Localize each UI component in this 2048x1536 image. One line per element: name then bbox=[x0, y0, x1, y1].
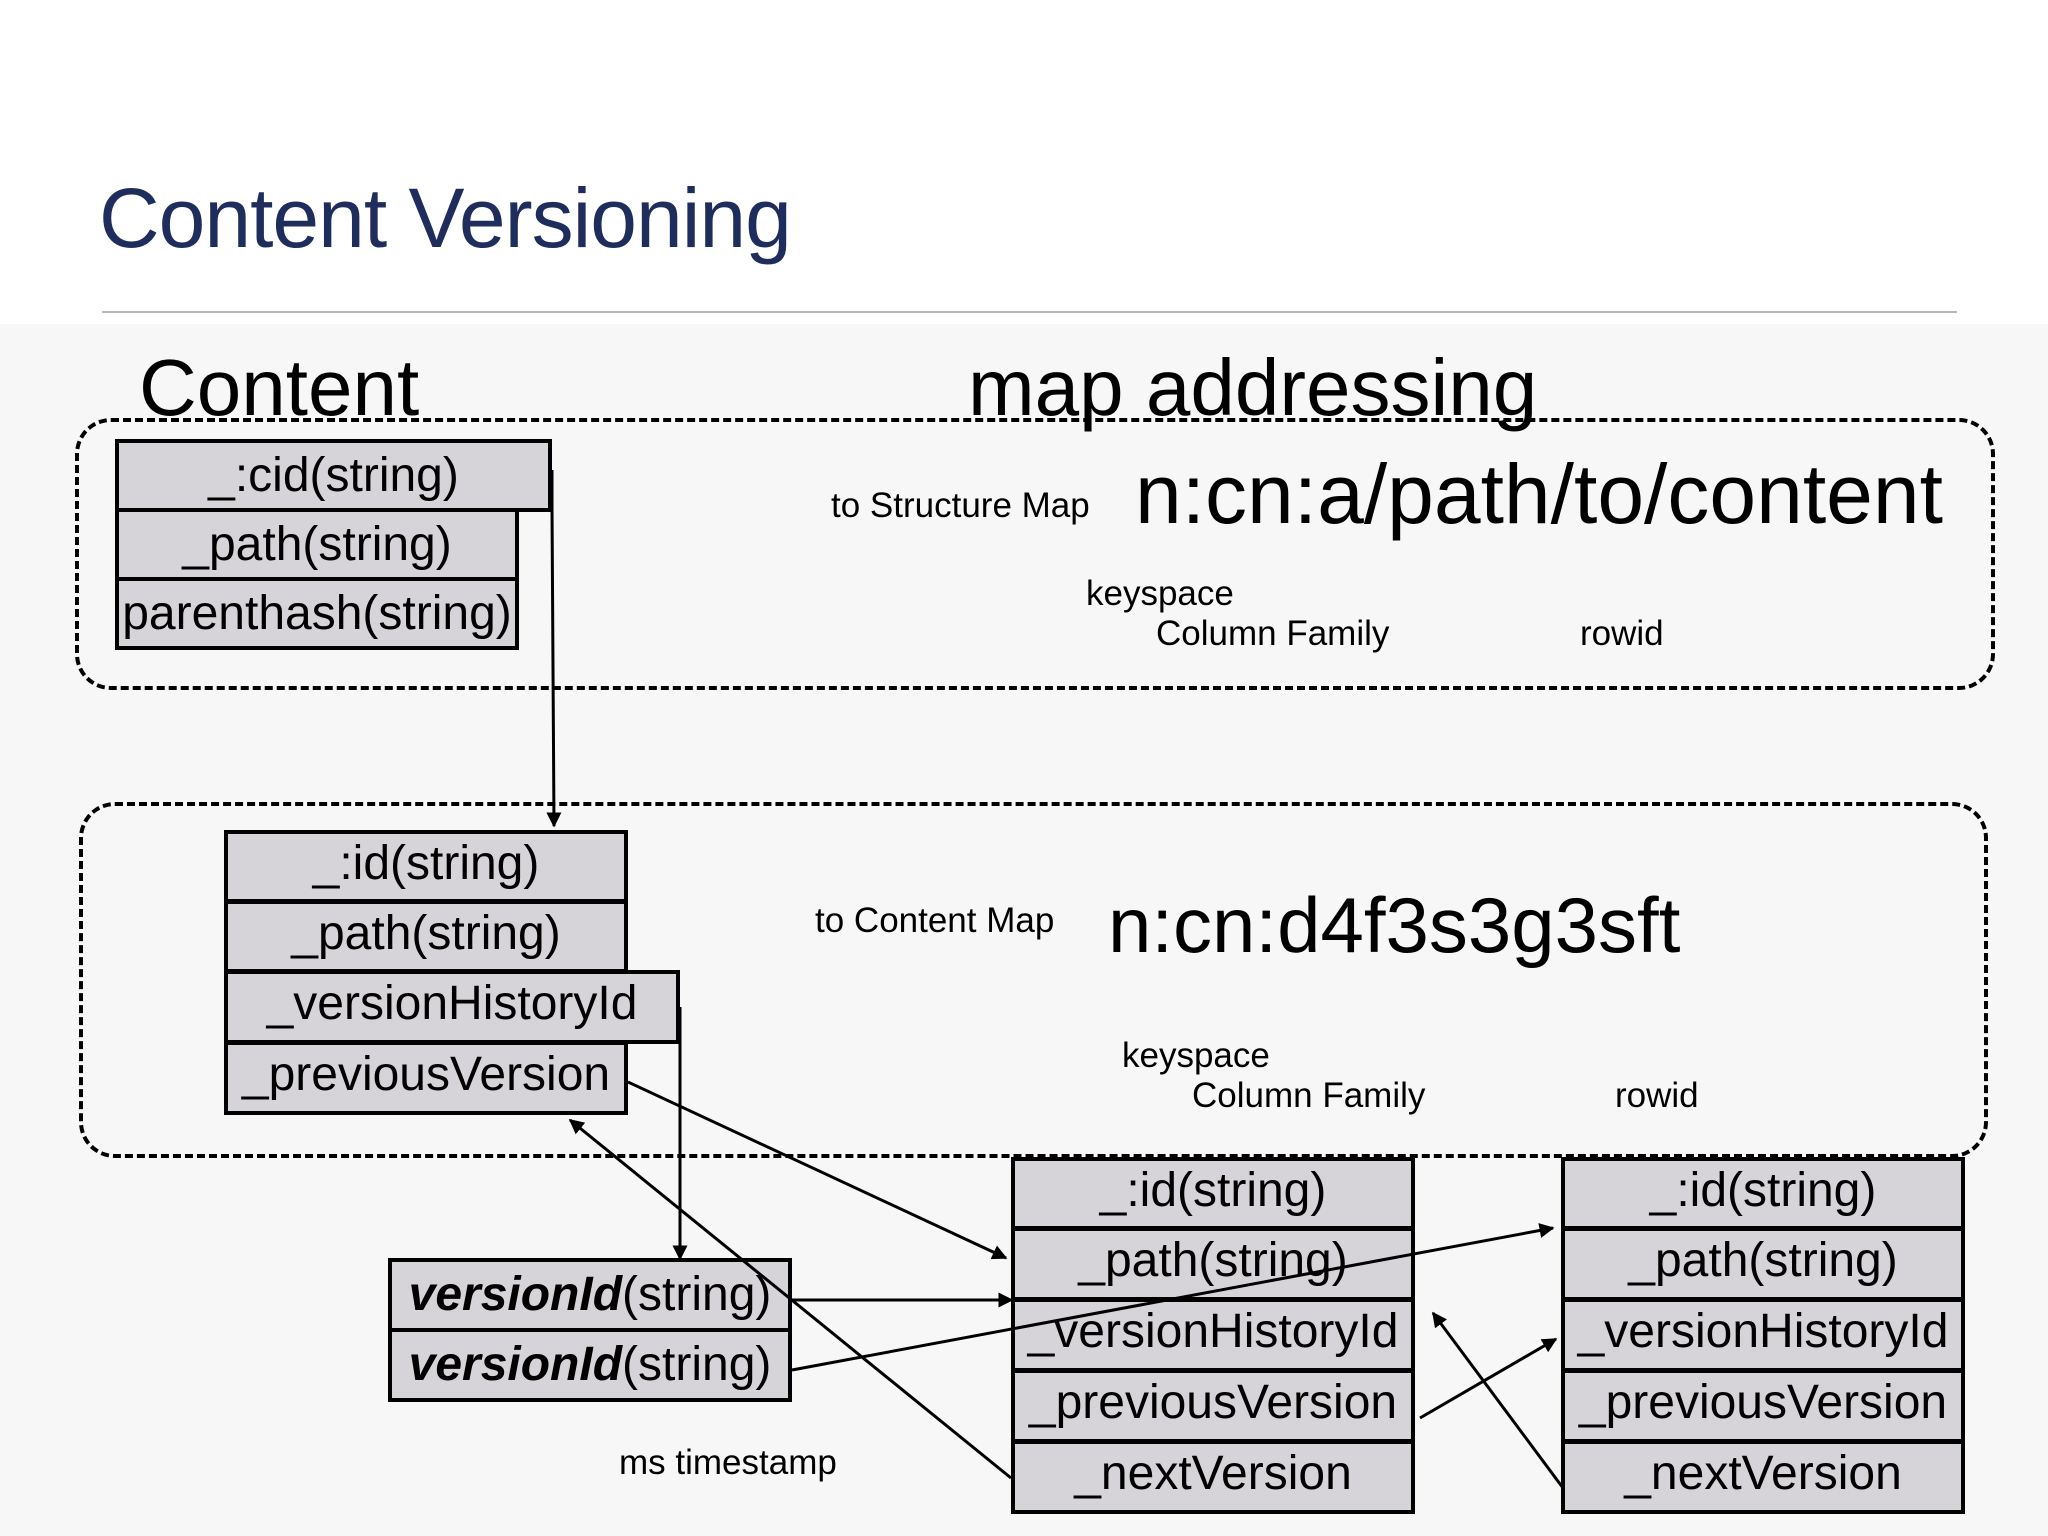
field-id: _:id(string) bbox=[224, 830, 628, 903]
field-version-history-id: _versionHistoryId bbox=[224, 970, 680, 1044]
version-node-2-id: _:id(string) bbox=[1561, 1157, 1965, 1230]
content-keyspace-label: keyspace bbox=[1122, 1036, 1270, 1075]
content-map-frame bbox=[79, 802, 1988, 1158]
version-id-key: versionId bbox=[408, 1338, 623, 1391]
version-node-1-id: _:id(string) bbox=[1011, 1157, 1415, 1230]
version-node-2-next-version: _nextVersion bbox=[1561, 1440, 1965, 1514]
version-id-to-node-2-arrow bbox=[791, 1223, 1555, 1372]
field-parenthash: parenthash(string) bbox=[115, 577, 519, 650]
content-map-address: n:cn:d4f3s3g3sft bbox=[1108, 881, 1681, 969]
previous-version-to-node-1-arrow bbox=[627, 1080, 1008, 1260]
version-node-2-previous-version: _previousVersion bbox=[1561, 1369, 1965, 1443]
version-id-type: (string) bbox=[622, 1268, 772, 1321]
node-1-next-to-previous-arrow bbox=[568, 1118, 1012, 1480]
version-id-key: versionId bbox=[408, 1268, 623, 1321]
content-map-target-label: to Content Map bbox=[815, 901, 1055, 940]
version-node-2-version-history-id: _versionHistoryId bbox=[1561, 1298, 1965, 1372]
node-2-next-to-node-1-arrow bbox=[1431, 1311, 1565, 1489]
version-node-1-next-version: _nextVersion bbox=[1011, 1440, 1415, 1514]
content-heading: Content bbox=[139, 343, 420, 432]
ms-timestamp-note: ms timestamp bbox=[619, 1443, 837, 1482]
field-previous-version: _previousVersion bbox=[224, 1041, 628, 1115]
version-history-row: versionId(string) bbox=[388, 1328, 792, 1402]
cid-to-id-arrow bbox=[546, 470, 562, 828]
structure-column-family-label: Column Family bbox=[1156, 614, 1390, 653]
field-cid: _:cid(string) bbox=[115, 439, 552, 512]
structure-map-frame bbox=[75, 418, 1995, 690]
structure-map-address: n:cn:a/path/to/content bbox=[1135, 447, 1943, 541]
map-addressing-heading: map addressing bbox=[968, 343, 1538, 432]
version-node-1-path: _path(string) bbox=[1011, 1227, 1415, 1301]
structure-map-target-label: to Structure Map bbox=[831, 486, 1090, 525]
structure-rowid-label: rowid bbox=[1580, 614, 1664, 653]
slide-title: Content Versioning bbox=[99, 171, 792, 265]
content-rowid-label: rowid bbox=[1615, 1076, 1699, 1115]
node-1-previous-to-node-2-arrow bbox=[1419, 1337, 1558, 1420]
structure-keyspace-label: keyspace bbox=[1086, 574, 1234, 613]
content-column-family-label: Column Family bbox=[1192, 1076, 1426, 1115]
title-divider bbox=[102, 311, 1957, 313]
version-id-type: (string) bbox=[622, 1338, 772, 1391]
version-node-2-path: _path(string) bbox=[1561, 1227, 1965, 1301]
